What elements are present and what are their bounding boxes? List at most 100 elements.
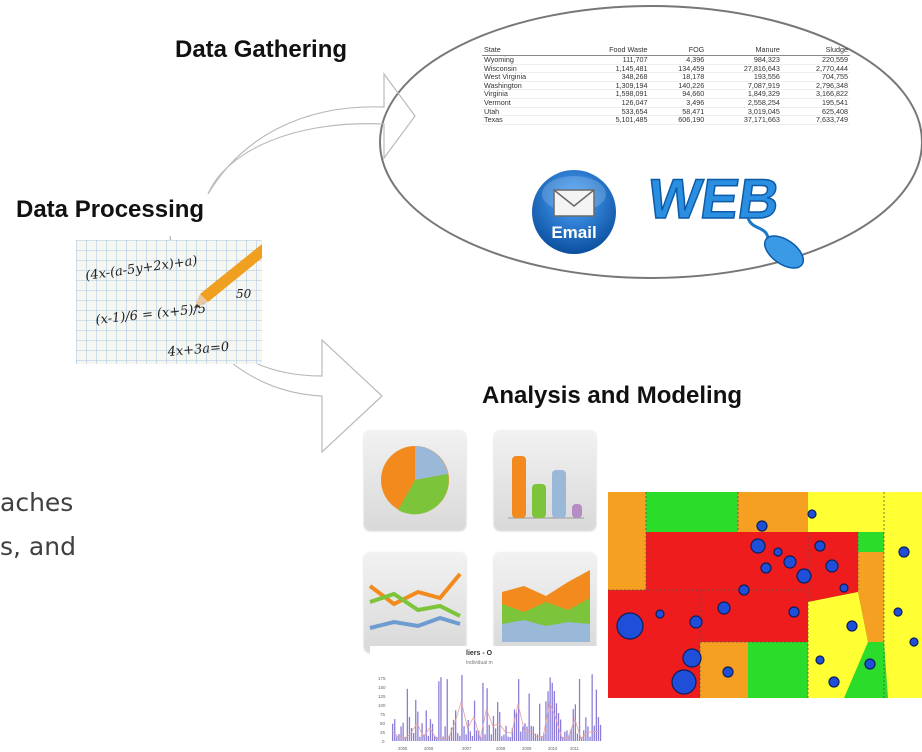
ts-y-tick: 150 (378, 685, 386, 690)
ts-bar (450, 727, 453, 741)
map-region-orange-west (608, 492, 646, 590)
table-cell: 2,796,348 (781, 81, 850, 91)
ts-x-tick: 2009 (522, 746, 532, 751)
column-header: Manure (706, 44, 782, 56)
ts-y-tick: 175 (378, 676, 386, 681)
table-cell: West Virginia (482, 72, 570, 82)
analysis-modeling-heading: Analysis and Modeling (482, 382, 743, 409)
ts-chart-title: liers - O (466, 650, 493, 657)
ts-bar (568, 734, 570, 741)
ts-bar (455, 710, 457, 741)
table-cell: Vermont (482, 98, 570, 108)
ts-bar (461, 675, 463, 741)
map-region-red-central (646, 532, 858, 642)
ts-x-tick: 2005 (398, 746, 408, 751)
ts-bar (543, 733, 545, 741)
pie-chart-thumbnail (364, 430, 466, 530)
ts-bar (599, 724, 602, 741)
ts-bar (522, 726, 524, 741)
ts-bar (398, 734, 400, 741)
map-region-yellow-central (808, 592, 868, 698)
table-cell: Virginia (482, 89, 570, 99)
ts-bar (457, 733, 459, 741)
ts-bar (492, 716, 495, 741)
table-cell: 3,019,045 (706, 107, 782, 117)
ts-bar (560, 719, 562, 741)
column-header: Food Waste (569, 44, 650, 56)
ts-bar (562, 737, 564, 741)
ts-bar (585, 717, 587, 741)
table-cell: 134,459 (649, 64, 707, 74)
table-cell: 984,323 (706, 55, 782, 65)
map-region-yellow-east (884, 492, 922, 698)
ts-bar (509, 736, 511, 741)
table-cell: 27,816,643 (706, 64, 782, 74)
bar-purple (572, 504, 582, 518)
ts-x-tick: 2008 (496, 746, 506, 751)
map-region-orange-north (738, 492, 808, 532)
table-cell: 58,471 (649, 107, 707, 117)
ts-bar (499, 712, 501, 741)
table-cell: 606,190 (649, 115, 707, 125)
math-equation-3: 50 (236, 287, 252, 301)
map-state-borders (608, 492, 885, 698)
table-cell: Utah (482, 107, 570, 117)
table-cell: 533,654 (569, 107, 650, 117)
ts-bar (488, 724, 490, 741)
ts-bar (480, 736, 482, 741)
table-cell: 94,660 (649, 89, 707, 99)
table-cell: 195,541 (781, 98, 850, 108)
map-region-yellow-north (808, 492, 884, 532)
ts-bar (505, 725, 507, 741)
choropleth-map (608, 492, 922, 698)
ts-bar (566, 730, 568, 741)
ts-bar (402, 722, 404, 741)
time-series-chart: liers - O Individual m 175 150 125 100 7… (370, 646, 606, 752)
ts-x-tick: 2010 (548, 746, 558, 751)
math-paper-grid (76, 240, 262, 364)
email-icon: Email (532, 170, 616, 254)
ts-bar (467, 720, 469, 741)
ts-bar (553, 691, 555, 741)
ts-bars (392, 674, 602, 741)
ts-bar (469, 731, 471, 741)
ts-bar (597, 717, 600, 741)
ts-x-tick: 2011 (570, 746, 580, 751)
ts-bar (528, 693, 530, 741)
bar-orange (512, 456, 526, 518)
ts-bar (539, 703, 541, 741)
area-chart-icon (502, 570, 590, 642)
map-region-orange-central (858, 552, 884, 642)
table-cell: Wisconsin (482, 64, 570, 74)
pie-slice-green (398, 474, 449, 515)
ts-y-tick: 125 (378, 694, 386, 699)
pie-chart-icon (381, 446, 449, 515)
ts-bar (526, 726, 528, 741)
ts-bar (410, 728, 413, 741)
table-cell: 4,396 (649, 55, 707, 65)
ts-bar (497, 702, 499, 741)
ts-x-ticks: 2005 2006 2007 2008 2009 2010 2011 (398, 746, 580, 751)
area-chart-thumbnail (494, 552, 596, 652)
ts-bar (482, 682, 484, 741)
table-cell: Washington (482, 81, 570, 91)
ts-bar (421, 723, 423, 741)
bar-chart-icon (508, 456, 584, 519)
ts-bar (434, 735, 436, 741)
bar-chart-thumbnail (494, 430, 596, 530)
area-blue (502, 620, 590, 642)
table-cell: 704,755 (781, 72, 850, 82)
ts-bar (440, 677, 442, 741)
column-header: FOG (649, 44, 707, 56)
ts-y-tick: 50 (380, 721, 386, 726)
column-header: State (482, 44, 570, 56)
ts-bar (436, 736, 438, 741)
ts-bar (511, 727, 513, 741)
data-gathering-ellipse (379, 5, 922, 279)
ts-bar (541, 736, 543, 741)
ts-bar (513, 709, 516, 741)
ts-bar (551, 682, 553, 741)
